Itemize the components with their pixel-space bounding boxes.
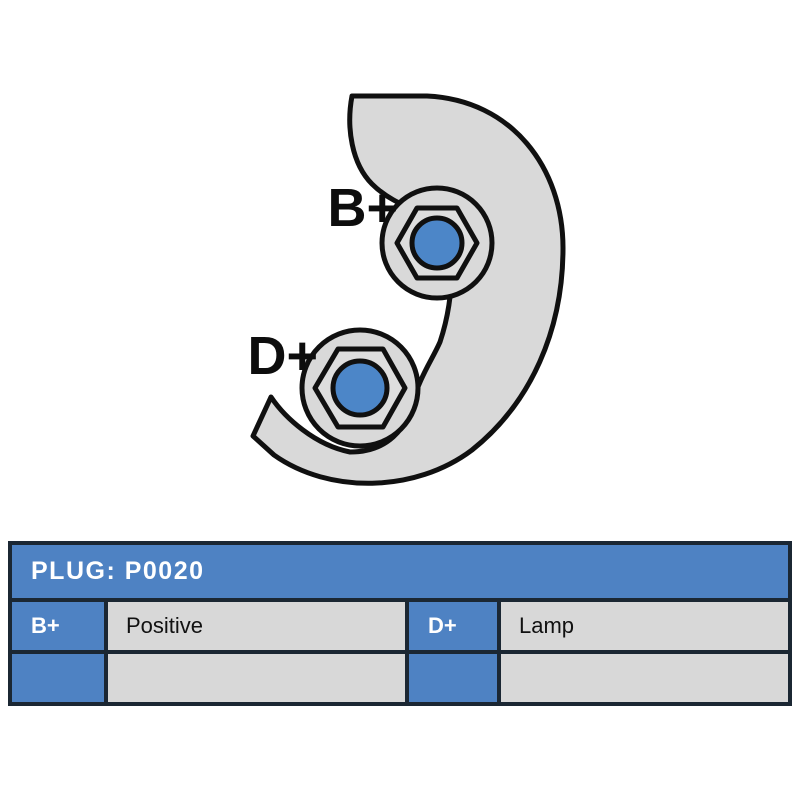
d-plus-terminal-post [330,358,390,418]
description-cell-lamp: Lamp [501,602,788,650]
b-plus-label: B+ [327,178,398,238]
description-cell-empty [108,654,405,702]
table-row: B+ Positive D+ Lamp [12,602,788,650]
terminal-cell-empty [12,654,104,702]
d-plus-label: D+ [247,326,318,386]
description-cell-empty [501,654,788,702]
description-cell-positive: Positive [108,602,405,650]
plug-spec-table: PLUG: P0020 B+ Positive D+ Lamp [8,541,792,706]
table-row [12,654,788,702]
terminal-cell-d-plus: D+ [409,602,497,650]
terminal-cell-b-plus: B+ [12,602,104,650]
b-plus-terminal-post [409,215,465,271]
connector-diagram: B+ D+ [247,93,566,486]
plug-title: PLUG: P0020 [12,545,788,598]
terminal-cell-empty [409,654,497,702]
